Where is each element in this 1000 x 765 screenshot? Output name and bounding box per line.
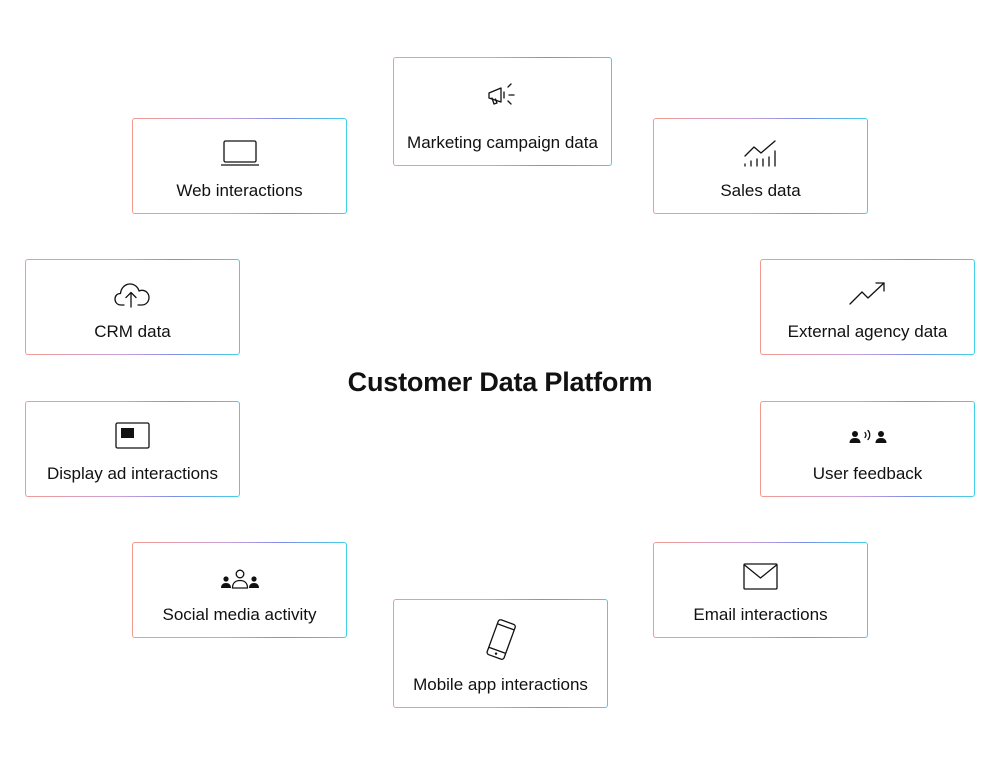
card-web-interactions: Web interactions: [132, 118, 347, 214]
card-label: Social media activity: [162, 605, 317, 624]
card-body: Web interactions: [133, 119, 346, 213]
card-sales-data: Sales data: [653, 118, 868, 214]
card-label: Sales data: [720, 181, 801, 200]
smartphone-icon: [481, 618, 521, 662]
cloud-upload-icon: [113, 278, 153, 310]
card-user-feedback: User feedback: [760, 401, 975, 497]
card-body: Mobile app interactions: [394, 600, 607, 707]
people-talking-icon: [848, 420, 888, 452]
card-body: Marketing campaign data: [394, 58, 611, 165]
card-body: Email interactions: [654, 543, 867, 637]
diagram-title: Customer Data Platform: [347, 367, 653, 397]
card-external-agency-data: External agency data: [760, 259, 975, 355]
trend-up-icon: [848, 278, 888, 310]
card-body: User feedback: [761, 402, 974, 496]
sales-chart-icon: [741, 137, 781, 169]
card-label: Email interactions: [693, 605, 828, 624]
card-marketing-campaign-data: Marketing campaign data: [393, 57, 612, 166]
card-label: Display ad interactions: [46, 464, 219, 483]
card-display-ad-interactions: Display ad interactions: [25, 401, 240, 497]
card-label: CRM data: [94, 322, 171, 341]
card-crm-data: CRM data: [25, 259, 240, 355]
card-social-media-activity: Social media activity: [132, 542, 347, 638]
card-label: Marketing campaign data: [407, 133, 598, 152]
envelope-icon: [741, 561, 781, 593]
card-mobile-app-interactions: Mobile app interactions: [393, 599, 608, 708]
card-label: Web interactions: [176, 181, 303, 200]
card-email-interactions: Email interactions: [653, 542, 868, 638]
card-label: External agency data: [787, 322, 948, 341]
card-body: CRM data: [26, 260, 239, 354]
card-body: Social media activity: [133, 543, 346, 637]
card-body: External agency data: [761, 260, 974, 354]
group-icon: [220, 561, 260, 593]
megaphone-icon: [483, 80, 523, 112]
display-ad-icon: [113, 420, 153, 452]
card-label: Mobile app interactions: [413, 675, 588, 694]
laptop-icon: [220, 137, 260, 169]
card-label: User feedback: [812, 464, 923, 483]
card-body: Sales data: [654, 119, 867, 213]
card-body: Display ad interactions: [26, 402, 239, 496]
